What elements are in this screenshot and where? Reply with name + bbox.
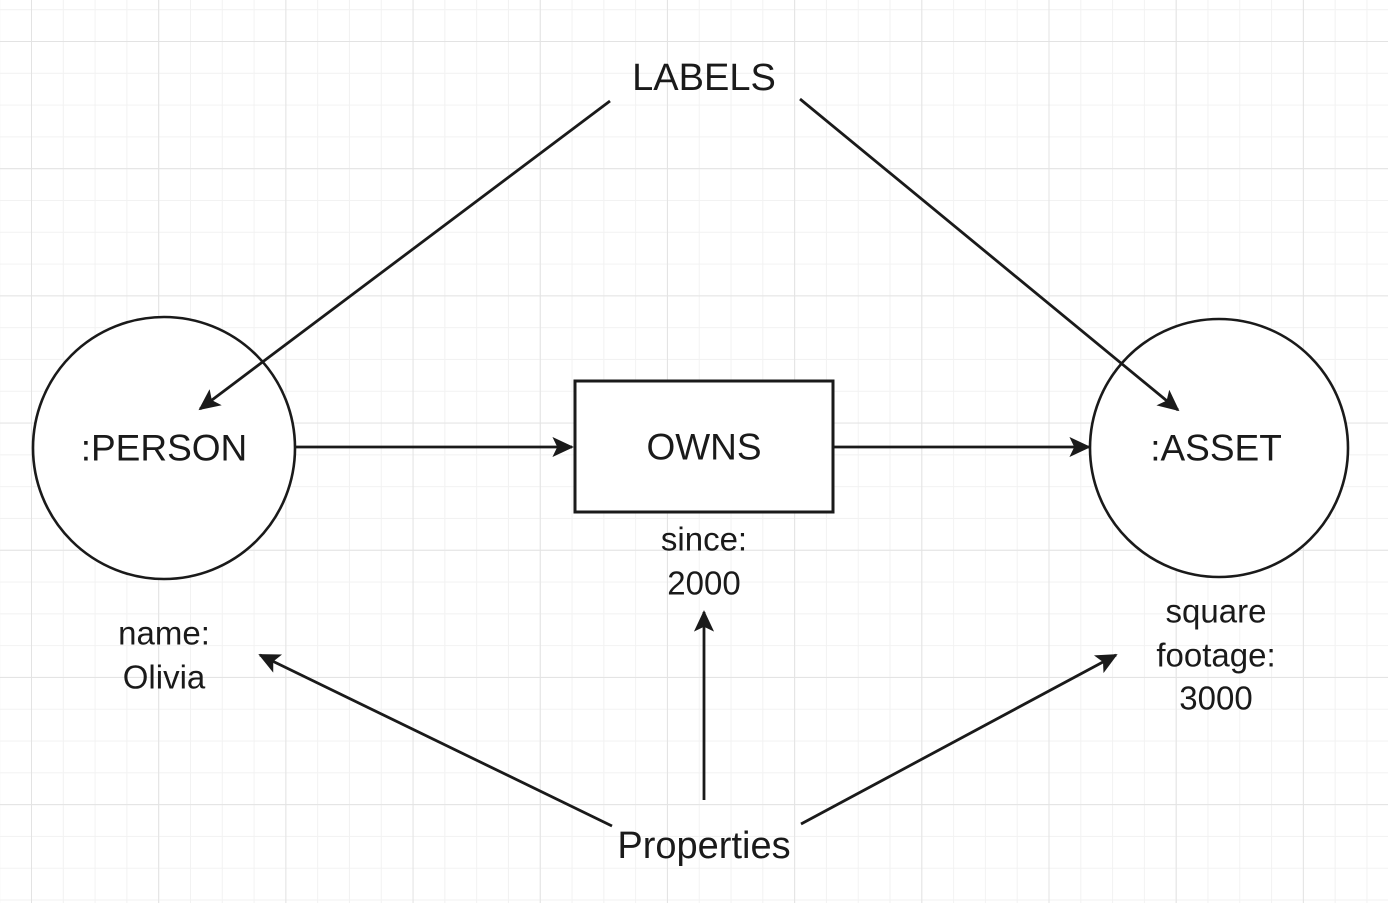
edge-labels-to-asset — [799, 97, 1180, 412]
properties-annotation: Properties — [617, 825, 791, 867]
property-owns-value: 2000 — [667, 564, 741, 601]
property-owns: since: 2000 — [554, 517, 854, 604]
edge-properties-to-person-property — [258, 653, 613, 828]
labels-annotation: LABELS — [632, 57, 776, 99]
edge-properties-to-asset-property — [800, 653, 1118, 826]
node-person-label: :PERSON — [80, 427, 248, 469]
relationship-owns-label: OWNS — [646, 426, 762, 468]
property-person-value: Olivia — [122, 658, 206, 695]
property-asset-key-line1: square — [1165, 592, 1267, 630]
property-asset-value: 3000 — [1179, 679, 1253, 717]
node-asset-label: :ASSET — [1150, 427, 1282, 469]
property-asset: square footage: 3000 — [1056, 590, 1376, 721]
edge-labels-to-person — [198, 99, 611, 411]
property-person: name: Olivia — [14, 611, 314, 698]
property-asset-key-line2: footage: — [1156, 636, 1276, 674]
property-owns-key: since: — [660, 520, 748, 558]
property-person-key: name: — [118, 614, 210, 652]
relationship-owns-box[interactable] — [573, 379, 835, 514]
